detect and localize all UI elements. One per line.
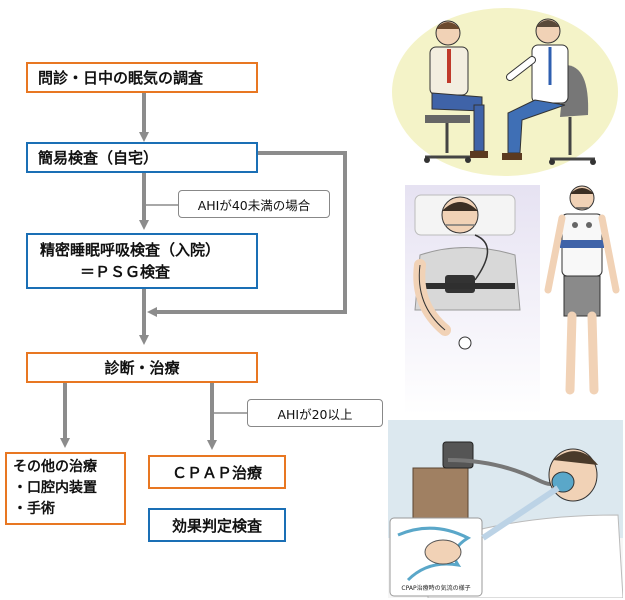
step-interview-label: 問診・日中の眠気の調査 [38,69,204,87]
other-treatment-item-oral: ・口腔内装置 [13,480,97,496]
other-treatment-item-surgery: ・手術 [13,501,55,517]
step-simple-test-label: 簡易検査（自宅） [38,149,159,167]
step-psg-line2: ＝ＰＳＧ検査 [80,263,171,281]
other-treatment-title: その他の治療 [13,459,97,475]
cpap-illustration [388,420,623,598]
step-psg-line1: 精密睡眠呼吸検査（入院） [40,241,221,259]
step-diagnosis-box: 診断・治療 [26,352,258,383]
step-diagnosis-label: 診断・治療 [104,359,180,377]
cpap-inset-caption: CPAP治療時の気流の様子 [401,585,471,592]
cpap-treatment-label: ＣＰＡＰ治療 [171,463,262,482]
note-ahi-under-40: AHIが40未満の場合 [178,190,330,218]
consultation-illustration [392,8,618,176]
note-ahi-under-40-label: AHIが40未満の場合 [197,197,311,213]
other-treatment-box: その他の治療 ・口腔内装置 ・手術 [5,452,126,525]
step-psg-box: 精密睡眠呼吸検査（入院） ＝ＰＳＧ検査 [26,233,258,289]
sleep-test-illustration [405,185,540,415]
cpap-treatment-box: ＣＰＡＰ治療 [148,455,286,489]
psg-sensors-illustration [544,185,620,395]
note-ahi-20-plus-label: AHIが20以上 [277,406,353,422]
step-simple-test-box: 簡易検査（自宅） [26,142,258,173]
bypass-connector [147,151,347,317]
effect-test-box: 効果判定検査 [148,508,286,542]
note-ahi-20-plus: AHIが20以上 [247,399,383,427]
step-interview-box: 問診・日中の眠気の調査 [26,62,258,93]
effect-test-label: 効果判定検査 [171,516,262,535]
